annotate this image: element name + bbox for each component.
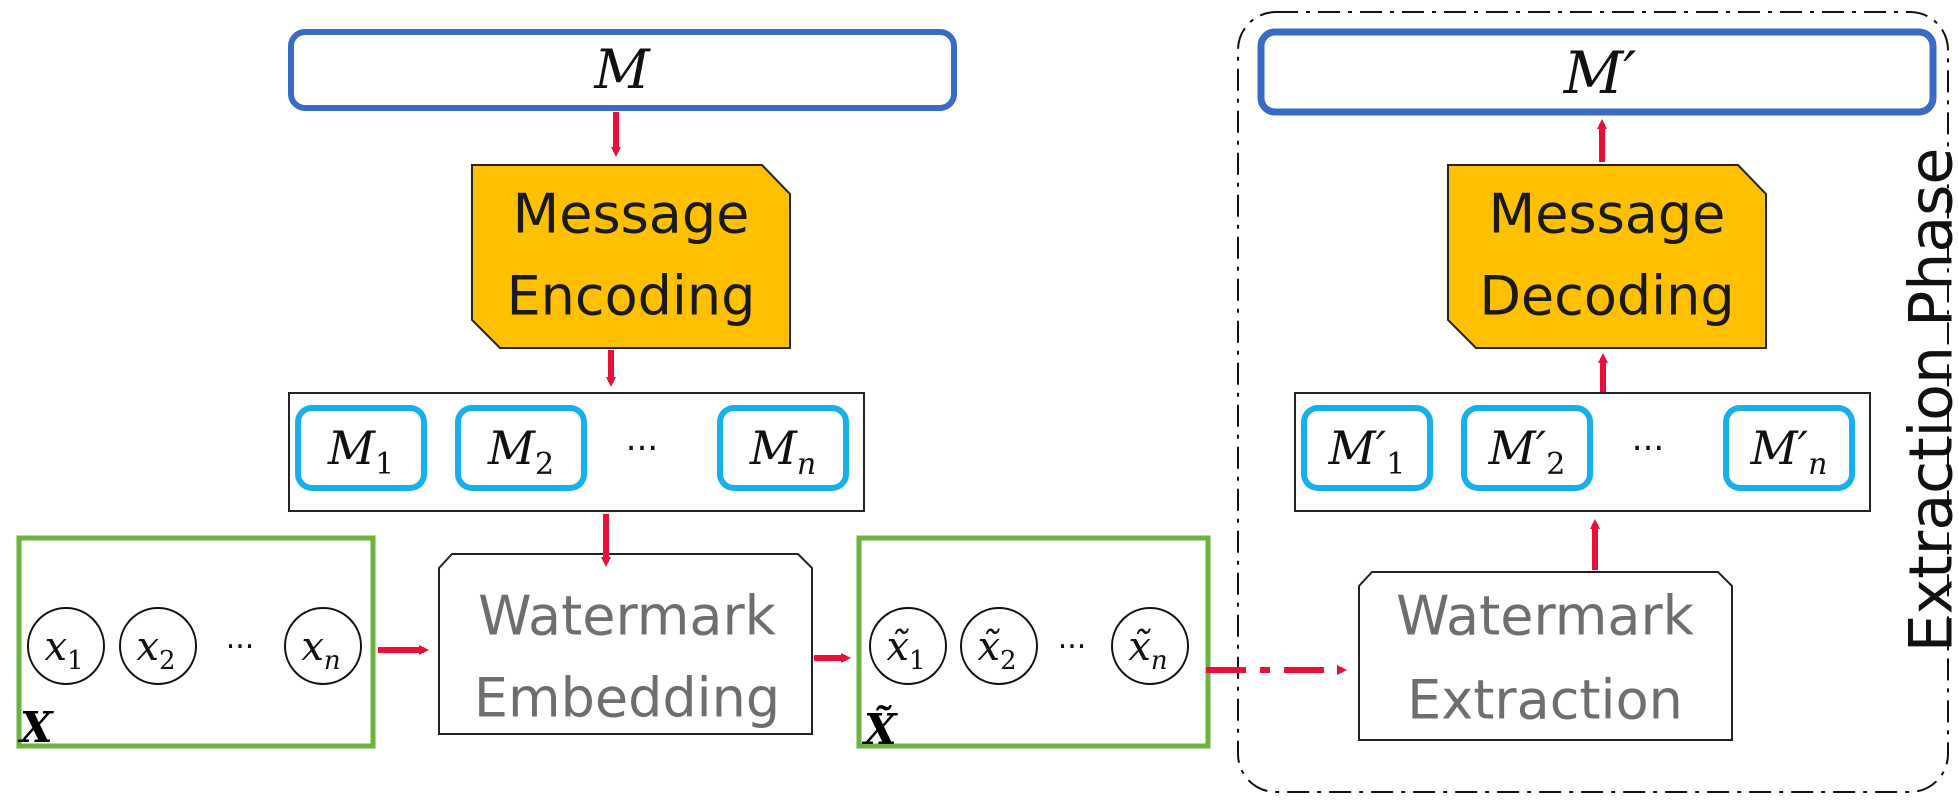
segment-in-1 <box>295 405 427 491</box>
output-token-2-label: x̃2 <box>977 624 1016 676</box>
segment-out-1-label: M′1 <box>1328 421 1406 482</box>
embedding-line1: Watermark <box>478 585 777 648</box>
segment-out-2 <box>1461 405 1593 491</box>
segment-in-n <box>717 405 849 491</box>
output-token-1 <box>869 607 947 685</box>
watermark-embedding-block <box>438 553 813 735</box>
output-token-n <box>1111 607 1189 685</box>
decoding-line1: Message <box>1489 183 1726 246</box>
encoding-line2: Encoding <box>507 265 756 328</box>
input-token-ellipsis: ··· <box>226 630 255 665</box>
segment-out-1 <box>1301 405 1433 491</box>
message-output-box <box>1257 28 1937 116</box>
output-token-2 <box>960 607 1038 685</box>
output-token-n-label: x̃n <box>1128 624 1167 676</box>
message-encoding-block <box>471 164 791 349</box>
message-output-label: M′ <box>1563 39 1637 107</box>
extraction-phase-region <box>1237 11 1949 793</box>
message-input-label: M <box>593 38 651 101</box>
input-token-n-label: xn <box>301 624 340 676</box>
watermark-extraction-block <box>1358 571 1733 741</box>
extraction-line1: Watermark <box>1396 585 1695 648</box>
segment-out-n <box>1723 405 1855 491</box>
segment-out-ellipsis: ··· <box>1632 429 1664 469</box>
input-token-2-label: x2 <box>136 624 175 676</box>
segment-in-2-label: M2 <box>487 421 554 482</box>
segment-in-2 <box>455 405 587 491</box>
input-group-label: X <box>17 703 54 752</box>
segment-in-ellipsis: ··· <box>626 429 658 469</box>
segment-in-1-label: M1 <box>327 421 394 482</box>
extraction-line2: Extraction <box>1407 669 1683 732</box>
input-token-2 <box>119 607 197 685</box>
segment-out-2-label: M′2 <box>1488 421 1566 482</box>
input-token-1-label: x1 <box>44 624 83 676</box>
embedding-line2: Embedding <box>474 667 780 730</box>
extraction-phase-label: Extraction Phase <box>1897 148 1958 653</box>
decoding-line2: Decoding <box>1479 265 1734 328</box>
message-input-box <box>288 29 957 111</box>
encoding-line1: Message <box>513 183 750 246</box>
segment-out-n-label: M′n <box>1750 421 1828 482</box>
input-token-1 <box>27 607 105 685</box>
output-group-label: X̃ <box>861 704 898 754</box>
output-token-ellipsis: ··· <box>1058 630 1087 665</box>
input-token-n <box>284 607 362 685</box>
message-decoding-block <box>1447 164 1767 349</box>
segment-in-n-label: Mn <box>749 421 816 482</box>
output-token-1-label: x̃1 <box>886 624 925 676</box>
